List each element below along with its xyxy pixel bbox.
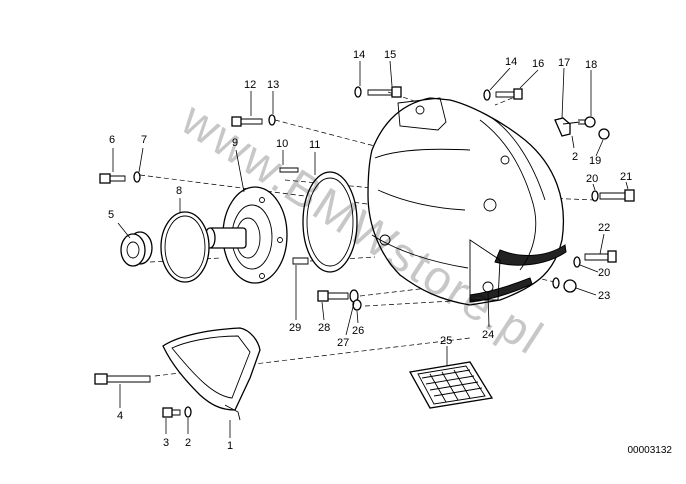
bolt-29 — [292, 257, 309, 265]
callout-6: 6 — [109, 134, 115, 146]
document-number: 00003132 — [627, 445, 673, 456]
callout-26: 26 — [352, 325, 364, 337]
callout-21: 21 — [620, 171, 632, 183]
bolt-16 — [495, 88, 523, 100]
callout-11: 11 — [309, 139, 320, 151]
bolt-28 — [317, 290, 349, 302]
washer-14a — [354, 86, 362, 98]
callout-27: 27 — [337, 337, 349, 349]
bolt-18 — [578, 116, 596, 128]
callout-2: 2 — [185, 437, 191, 449]
nut-19 — [598, 128, 610, 140]
washer-20b — [573, 256, 581, 268]
washer-7 — [133, 171, 141, 183]
callout-18: 18 — [585, 59, 597, 71]
callout-14a: 14 — [353, 49, 365, 61]
bolt-12 — [231, 116, 263, 127]
bolt-6 — [99, 173, 126, 184]
callout-20b: 20 — [598, 267, 610, 279]
bell-housing — [367, 97, 567, 306]
bush-26 — [352, 299, 362, 311]
callout-28: 28 — [318, 322, 330, 334]
callout-25: 25 — [440, 335, 452, 347]
callout-13: 13 — [267, 79, 279, 91]
bracket-17 — [554, 117, 581, 137]
callout-15: 15 — [384, 49, 396, 61]
callout-19: 19 — [589, 155, 601, 167]
callout-22: 22 — [598, 222, 610, 234]
callout-3: 3 — [163, 437, 169, 449]
inspection-cover — [408, 361, 494, 409]
nut-23 — [563, 279, 577, 293]
callout-20a: 20 — [586, 173, 598, 185]
leader-lines — [112, 60, 629, 438]
callout-23: 23 — [598, 290, 610, 302]
callout-16: 16 — [532, 58, 544, 70]
bolt-4 — [94, 373, 151, 385]
callout-29: 29 — [289, 322, 301, 334]
guard-plate — [162, 327, 261, 421]
bolt-3 — [162, 407, 181, 418]
callout-9: 9 — [232, 137, 238, 149]
o-ring — [160, 211, 210, 283]
stud-10 — [279, 167, 299, 173]
callout-2b: 2 — [572, 151, 578, 163]
callout-labels: 1 2 3 4 5 6 7 8 9 10 11 12 13 14 15 14 1… — [108, 49, 632, 452]
washer-20a — [591, 190, 599, 202]
callout-4: 4 — [117, 410, 123, 422]
callout-12: 12 — [244, 79, 256, 91]
callout-17: 17 — [558, 57, 570, 69]
callout-1: 1 — [227, 440, 233, 452]
callout-7: 7 — [141, 134, 147, 146]
bolt-15 — [367, 86, 402, 98]
gasket — [302, 171, 358, 273]
washer-13 — [268, 114, 276, 126]
washer-23a — [552, 277, 560, 289]
callout-5: 5 — [108, 209, 114, 221]
bolt-21 — [599, 189, 635, 202]
callout-24: 24 — [482, 329, 494, 341]
callout-8: 8 — [176, 185, 182, 197]
washer-2 — [184, 406, 192, 418]
callout-10: 10 — [276, 138, 288, 150]
shaft-seal — [120, 231, 153, 267]
washer-14b — [483, 89, 491, 101]
callout-14b: 14 — [505, 56, 517, 68]
